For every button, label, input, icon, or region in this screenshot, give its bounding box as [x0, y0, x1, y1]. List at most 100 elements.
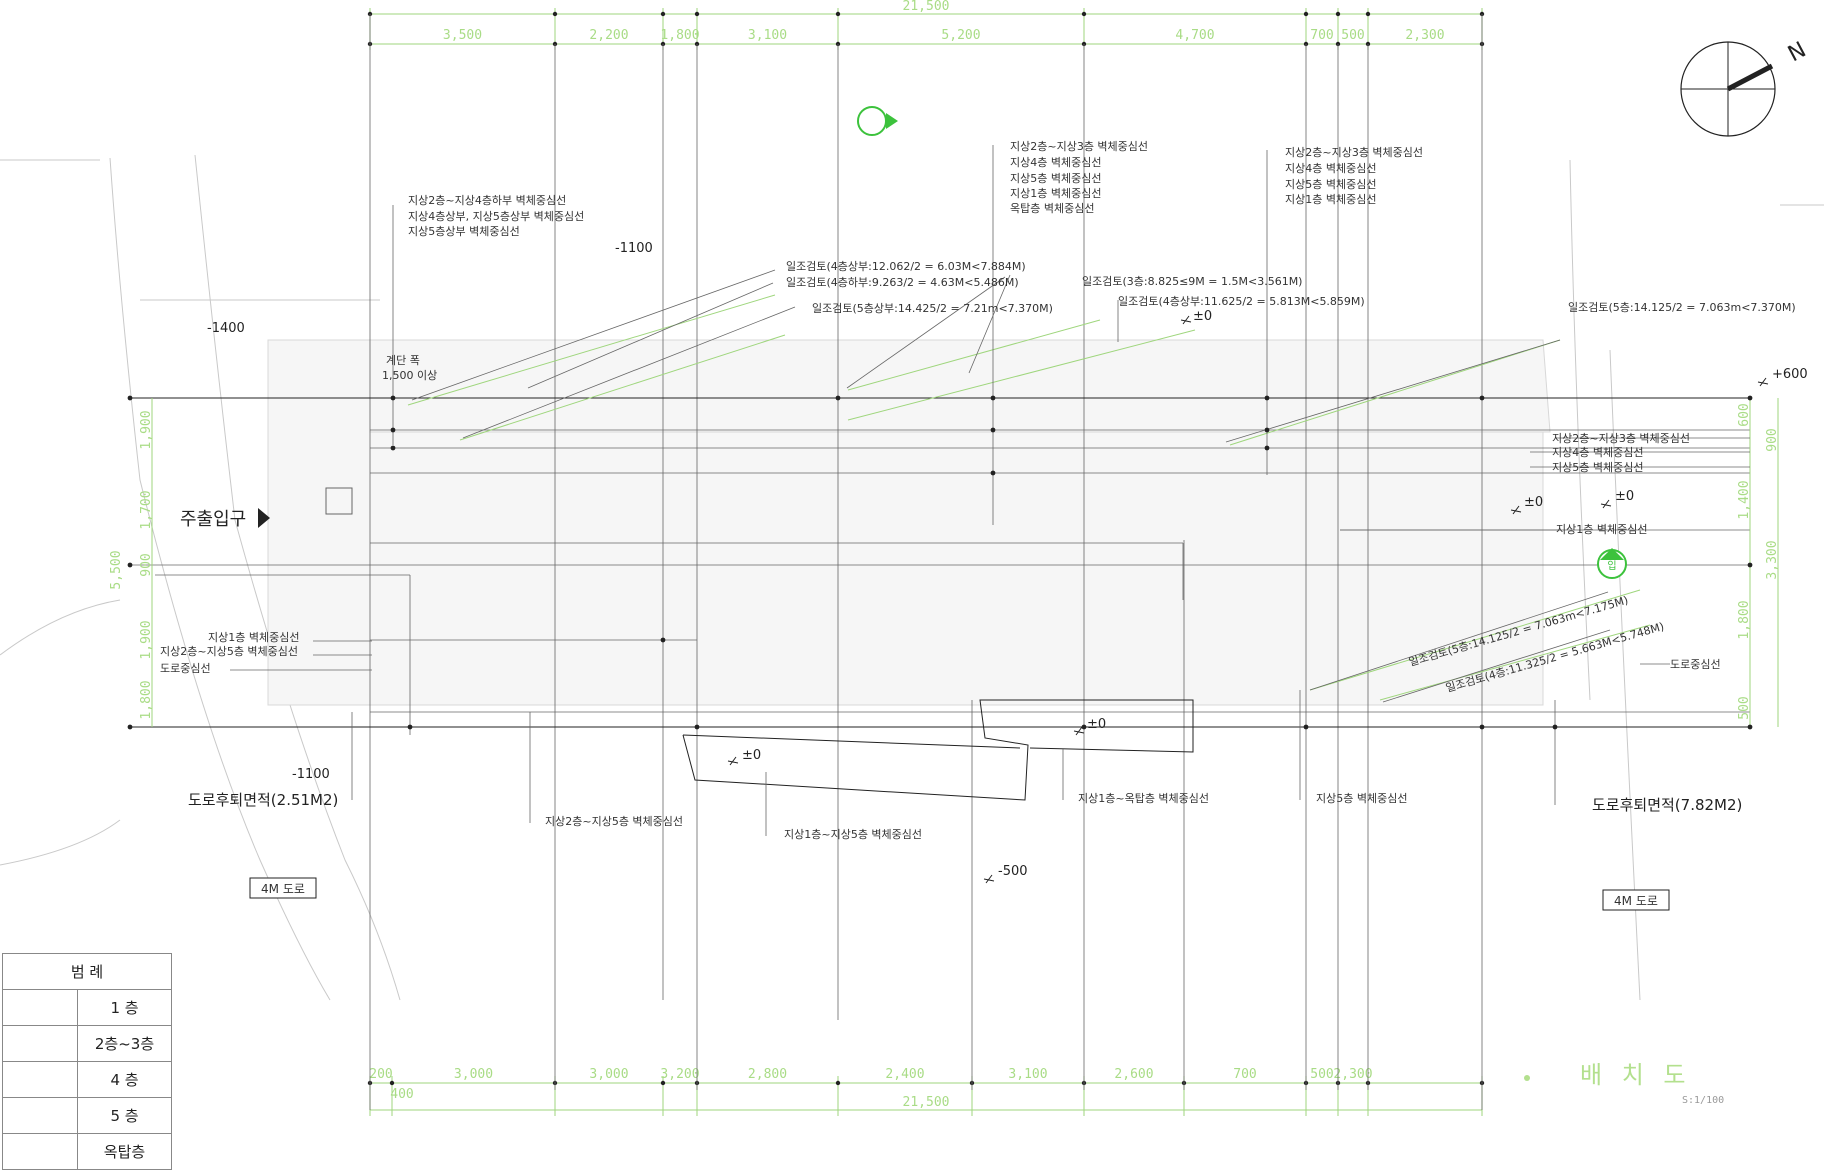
- note: 지상1층 벽체중심선: [1010, 187, 1101, 200]
- note: 지상4층 벽체중심선: [1010, 156, 1101, 169]
- level-mark: ±0: [1087, 717, 1106, 732]
- legend-swatch: [2, 1025, 78, 1062]
- top-dim-segment: 3,500: [443, 28, 482, 43]
- left-dim: 1,800: [139, 680, 154, 719]
- left-dim: 1,900: [139, 410, 154, 449]
- dim-dot: [1303, 11, 1309, 17]
- main-entrance-label: 주출입구: [180, 509, 246, 530]
- grid-node-dot: [835, 395, 841, 401]
- grid-node-dot: [990, 470, 996, 476]
- legend-swatch: [2, 989, 78, 1026]
- road-label-left: 4M 도로: [261, 882, 305, 896]
- entrance-arrow-icon: [258, 508, 270, 528]
- grid-node-dot: [1081, 724, 1087, 730]
- note: 지상2층~지상3층 벽체중심선: [1010, 140, 1148, 153]
- grid-node-dot: [1264, 445, 1270, 451]
- notes-top-right: 지상2층~지상3층 벽체중심선 지상4층 벽체중심선 지상5층 벽체중심선 지상…: [1285, 146, 1423, 206]
- entrance-marker-top: [857, 106, 898, 136]
- sun-check-text: 일조검토(5층상부:14.425/2 = 7.21m<7.370M): [812, 301, 1053, 315]
- road-label-right: 4M 도로: [1614, 894, 1658, 908]
- bottom-dim-segment: 3,200: [660, 1067, 699, 1082]
- dim-dot: [660, 11, 666, 17]
- level-mark: +600: [1772, 367, 1808, 382]
- bottom-dim-segment: 700: [1233, 1067, 1256, 1082]
- grid-node-dot: [694, 724, 700, 730]
- note: 지상5층 벽체중심선: [1552, 461, 1643, 474]
- note: 지상1층 벽체중심선: [208, 631, 299, 644]
- bottom-dim-segment: 2,300: [1333, 1067, 1372, 1082]
- bottom-dim-segment: 2,600: [1114, 1067, 1153, 1082]
- note: 지상5층 벽체중심선: [1010, 172, 1101, 185]
- dim-dot: [1365, 11, 1371, 17]
- building-footprint-upper: [369, 339, 1551, 433]
- grid-node-dot: [127, 395, 133, 401]
- bottom-dim-segment: 200: [369, 1067, 392, 1082]
- legend-item: 5 층: [77, 1097, 172, 1134]
- grid-node-dot: [990, 427, 996, 433]
- grid-node-dot: [1264, 427, 1270, 433]
- top-dim-segment: 1,800: [660, 28, 699, 43]
- dim-dot: [660, 1080, 666, 1086]
- stair-symbol: [325, 487, 353, 515]
- note: 지상2층~지상3층 벽체중심선: [1552, 432, 1690, 445]
- note: 지상1층~옥탑층 벽체중심선: [1078, 792, 1209, 805]
- top-dim-segment: 2,300: [1405, 28, 1444, 43]
- notes-bottom: 지상2층~지상5층 벽체중심선 지상1층~지상5층 벽체중심선 지상1층~옥탑층…: [545, 792, 1407, 841]
- notes-top-left: 지상2층~지상4층하부 벽체중심선 지상4층상부, 지상5층상부 벽체중심선 지…: [408, 193, 584, 238]
- top-dim-segment: 3,100: [748, 28, 787, 43]
- contour-line: [1569, 159, 1591, 701]
- note: 지상5층 벽체중심선: [1316, 792, 1407, 805]
- road-retreat-left: 도로후퇴면적(2.51M2): [188, 791, 338, 809]
- grid-node-dot: [1747, 562, 1753, 568]
- notes-left: 지상1층 벽체중심선 지상2층~지상5층 벽체중심선 도로중심선: [160, 631, 299, 675]
- road-label-left-box: [249, 877, 317, 899]
- grid-node-dot: [390, 427, 396, 433]
- right-dim: 900: [1765, 428, 1780, 451]
- entrance-marker-bottom: 입: [1597, 548, 1627, 579]
- dim-dot: [1081, 11, 1087, 17]
- level-mark: ±0: [1524, 495, 1543, 510]
- bottom-dim-segment: 500: [1310, 1067, 1333, 1082]
- note: 지상5층 벽체중심선: [1285, 178, 1376, 191]
- dim-dot: [694, 11, 700, 17]
- legend-item: 2층~3층: [77, 1025, 172, 1062]
- leader-lines: [230, 145, 1750, 836]
- stair-note: 1,500 이상: [382, 369, 437, 382]
- dim-dot: [552, 11, 558, 17]
- grid-node-dot: [407, 724, 413, 730]
- sun-check-text: 일조검토(4층상부:11.625/2 = 5.813M<5.859M): [1118, 294, 1365, 308]
- grid-node-dot: [1479, 724, 1485, 730]
- grid-node-dot: [1747, 395, 1753, 401]
- legend-header: 범 례: [2, 953, 172, 990]
- left-dim-texts: 5,500 1,900 1,700 1,900 900 1,800: [109, 410, 154, 719]
- contour-line: [0, 599, 121, 656]
- note: 지상5층상부 벽체중심선: [408, 225, 520, 238]
- note: 지상4층상부, 지상5층상부 벽체중심선: [408, 210, 584, 223]
- legend-table: 범 례 1 층 2층~3층 4 층 5 층 옥탑층: [2, 953, 172, 1170]
- grid-lines: [369, 14, 1483, 1110]
- sun-check-text: 일조검토(3층:8.825≤9M = 1.5M<3.561M): [1082, 274, 1302, 288]
- left-dim: 1,700: [139, 490, 154, 529]
- top-dim-segment: 4,700: [1175, 28, 1214, 43]
- grid-node-dot: [390, 445, 396, 451]
- grid-node-dot: [127, 724, 133, 730]
- level-mark: ±0: [1615, 489, 1634, 504]
- right-dim: 600: [1737, 403, 1752, 426]
- bottom-dim-segment: 3,000: [589, 1067, 628, 1082]
- top-dim-total: 21,500: [903, 0, 950, 14]
- road-retreat-right: 도로후퇴면적(7.82M2): [1592, 796, 1742, 814]
- title-marker: [1524, 1075, 1530, 1081]
- left-dim: 5,500: [109, 550, 124, 589]
- contour-line: [0, 819, 121, 866]
- note: 지상4층 벽체중심선: [1285, 162, 1376, 175]
- entrance-bottom-label: 입: [1607, 559, 1616, 572]
- grid-node-dot: [660, 637, 666, 643]
- level-symbols: [727, 315, 1769, 884]
- bottom-dim-segment: 3,000: [454, 1067, 493, 1082]
- drawing-title: 배 치 도: [1580, 1061, 1692, 1089]
- sun-check-lines: [407, 294, 1651, 701]
- stair-note: 계단 폭: [386, 354, 420, 367]
- bottom-dim-segment: 3,100: [1008, 1067, 1047, 1082]
- road-label-right-box: [1602, 889, 1670, 911]
